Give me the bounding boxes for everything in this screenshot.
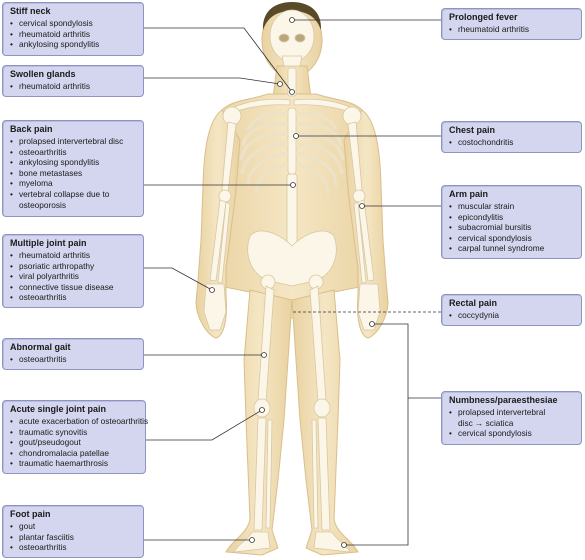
list-item: connective tissue disease [10, 282, 138, 293]
list-item: prolapsed intervertebral disc [10, 136, 138, 147]
list-item: osteoarthritis [10, 292, 138, 303]
leader-numbness-foot [344, 398, 409, 546]
rib-cage [239, 112, 345, 195]
list-item: traumatic synovitis [10, 427, 140, 438]
pointer-dots [209, 17, 375, 548]
list-item: gout [10, 521, 138, 532]
box-title: Chest pain [449, 125, 496, 135]
box-abnormal-gait: Abnormal gait osteoarthritis [2, 338, 144, 370]
box-numbness-paraesthesiae: Numbness/paraesthesiae prolapsed interve… [441, 391, 582, 445]
list-item: viral polyarthritis [10, 271, 138, 282]
list-item: carpal tunnel syndrome [449, 243, 576, 254]
list-item: ankylosing spondylitis [10, 39, 138, 50]
list-item: myeloma [10, 178, 138, 189]
box-list: acute exacerbation of osteoarthritis tra… [10, 416, 148, 469]
leader-lines [143, 19, 441, 546]
leader-stiff-neck [143, 27, 293, 93]
box-swollen-glands: Swollen glands rheumatoid arthritis [2, 65, 144, 97]
list-item: cervical spondylosis [10, 18, 138, 29]
leader-swollen-glands [143, 77, 281, 85]
box-list: prolapsed intervertebral disc osteoarthr… [10, 136, 138, 210]
leader-multiple-joint [143, 267, 213, 291]
list-item: costochondritis [449, 137, 576, 148]
list-item: prolapsed intervertebral [449, 407, 576, 418]
hair [262, 2, 322, 30]
box-title: Swollen glands [10, 69, 76, 79]
box-rectal-pain: Rectal pain coccydynia [441, 294, 582, 326]
list-item: chondromalacia patellae [10, 448, 140, 459]
list-item: bone metastases [10, 168, 138, 179]
box-acute-single-joint-pain: Acute single joint pain acute exacerbati… [2, 400, 148, 474]
list-item: cervical spondylosis [449, 428, 576, 439]
box-list: muscular strain epicondylitis subacromia… [449, 201, 576, 254]
list-item: plantar fasciitis [10, 532, 138, 543]
list-item-continuation: disc → sciatica [458, 417, 514, 428]
list-item: subacromial bursitis [449, 222, 576, 233]
box-list: rheumatoid arthritis psoriatic arthropat… [10, 250, 138, 303]
box-title: Arm pain [449, 189, 489, 199]
list-item: cervical spondylosis [449, 233, 576, 244]
box-list: gout plantar fasciitis osteoarthritis [10, 521, 138, 553]
list-item: rheumatoid arthritis [449, 24, 576, 35]
list-item: epicondylitis [449, 212, 576, 223]
leader-numbness [372, 323, 441, 399]
leader-acute-joint [143, 409, 263, 441]
list-item-continuation: osteoporosis [19, 199, 67, 210]
list-item: osteoarthritis [10, 147, 138, 158]
box-prolonged-fever: Prolonged fever rheumatoid arthritis [441, 8, 582, 40]
list-item: rheumatoid arthritis [10, 81, 138, 92]
list-item: coccydynia [449, 310, 576, 321]
list-item: osteoarthritis [10, 542, 138, 553]
box-list: rheumatoid arthritis [449, 24, 576, 35]
box-list: costochondritis [449, 137, 576, 148]
box-list: osteoarthritis [10, 354, 138, 365]
box-title: Rectal pain [449, 298, 498, 308]
box-title: Abnormal gait [10, 342, 71, 352]
box-list: coccydynia [449, 310, 576, 321]
box-foot-pain: Foot pain gout plantar fasciitis osteoar… [2, 505, 144, 558]
box-list: prolapsed intervertebral disc → sciatica… [449, 407, 576, 439]
list-item: rheumatoid arthritis [10, 29, 138, 40]
box-title: Prolonged fever [449, 12, 518, 22]
list-item: rheumatoid arthritis [10, 250, 138, 261]
box-title: Multiple joint pain [10, 238, 87, 248]
box-title: Numbness/paraesthesiae [449, 395, 558, 405]
box-chest-pain: Chest pain costochondritis [441, 121, 582, 153]
list-item: gout/pseudogout [10, 437, 140, 448]
list-item: ankylosing spondylitis [10, 157, 138, 168]
box-title: Acute single joint pain [10, 404, 107, 414]
box-multiple-joint-pain: Multiple joint pain rheumatoid arthritis… [2, 234, 144, 308]
list-item: muscular strain [449, 201, 576, 212]
box-list: rheumatoid arthritis [10, 81, 138, 92]
box-title: Back pain [10, 124, 53, 134]
list-item: vertebral collapse due to [10, 189, 138, 200]
box-back-pain: Back pain prolapsed intervertebral disc … [2, 120, 144, 217]
list-item: acute exacerbation of osteoarthritis [10, 416, 148, 427]
list-item: osteoarthritis [10, 354, 138, 365]
box-title: Foot pain [10, 509, 51, 519]
box-arm-pain: Arm pain muscular strain epicondylitis s… [441, 185, 582, 259]
box-stiff-neck: Stiff neck cervical spondylosis rheumato… [2, 2, 144, 56]
box-title: Stiff neck [10, 6, 51, 16]
box-list: cervical spondylosis rheumatoid arthriti… [10, 18, 138, 50]
list-item: psoriatic arthropathy [10, 261, 138, 272]
list-item: traumatic haemarthrosis [10, 458, 140, 469]
limb-bones [203, 121, 381, 553]
